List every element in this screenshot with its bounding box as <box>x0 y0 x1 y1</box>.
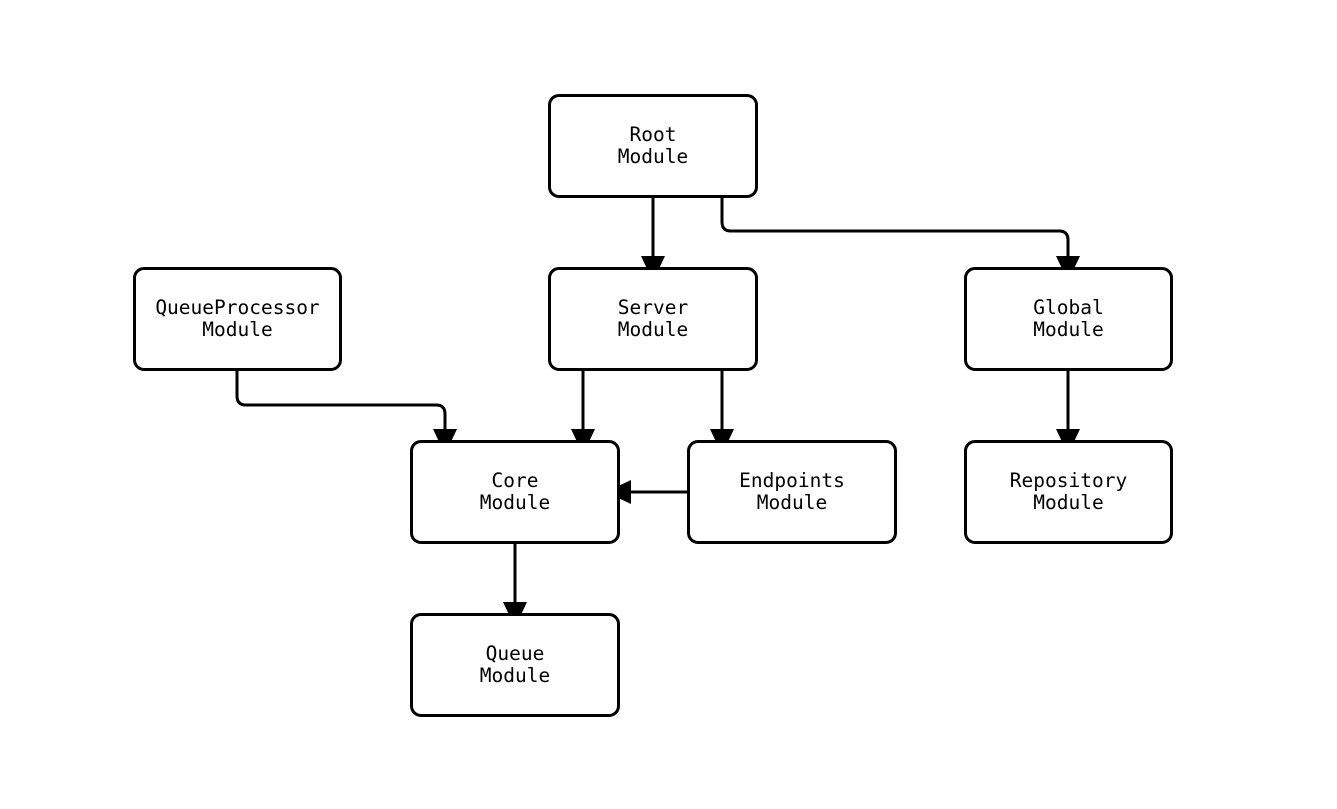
edge-queueprocessor-to-core <box>235 371 457 455</box>
node-label-line1: Server <box>617 296 689 319</box>
node-label-line1: Queue <box>485 642 545 665</box>
edges-group <box>235 198 1080 628</box>
node-label-line2: Module <box>479 664 551 687</box>
node-label-line1: Core <box>491 469 539 492</box>
node-label-line1: QueueProcessor <box>155 296 320 319</box>
node-label-line1: Root <box>629 123 677 146</box>
node-label-line2: Module <box>617 145 689 168</box>
node-label-line2: Module <box>756 491 828 514</box>
node-label-line2: Module <box>617 318 689 341</box>
node-label-line2: Module <box>1033 491 1104 514</box>
node-label-line2: Module <box>1033 318 1104 341</box>
node-label-line2: Module <box>479 491 551 514</box>
edge-root-to-global <box>720 198 1080 282</box>
node-label-line1: Endpoints <box>739 469 845 492</box>
node-label-line1: Global <box>1033 296 1104 319</box>
node-label-line2: Module <box>202 318 273 341</box>
node-label-line1: Repository <box>1009 469 1128 492</box>
